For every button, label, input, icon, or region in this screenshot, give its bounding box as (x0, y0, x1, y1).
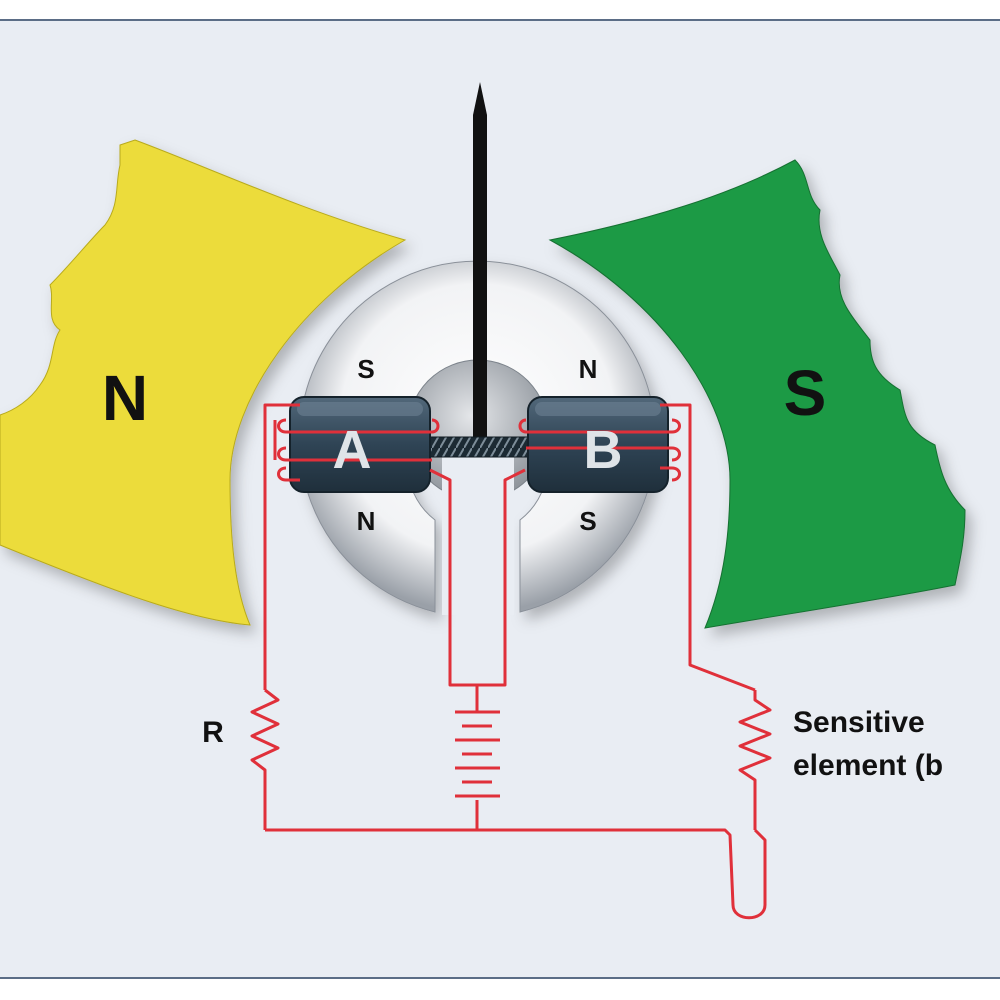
pointer-needle (473, 82, 487, 440)
coil-b (527, 396, 669, 493)
coil-a (289, 396, 431, 493)
sensitive-element-label-line1: Sensitive (793, 706, 925, 739)
battery (455, 710, 500, 798)
coil-b-label: B (584, 420, 623, 480)
coil-a-bottom-pole-label: N (357, 506, 376, 536)
coil-b-top-pole-label: N (579, 354, 598, 384)
north-pole-magnet (0, 139, 407, 626)
sensitive-element-label-line2: element (b (793, 749, 943, 782)
coil-a-label: A (333, 420, 372, 480)
hair-spring (426, 436, 531, 458)
core-stem (442, 455, 514, 615)
coil-a-top-pole-label: S (357, 354, 374, 384)
south-pole-label: S (784, 357, 827, 429)
resistor-label: R (202, 716, 224, 749)
circuit-wires (250, 403, 772, 920)
coil-b-bottom-pole-label: S (579, 506, 596, 536)
north-pole-label: N (102, 362, 148, 434)
south-pole-magnet (548, 159, 966, 629)
